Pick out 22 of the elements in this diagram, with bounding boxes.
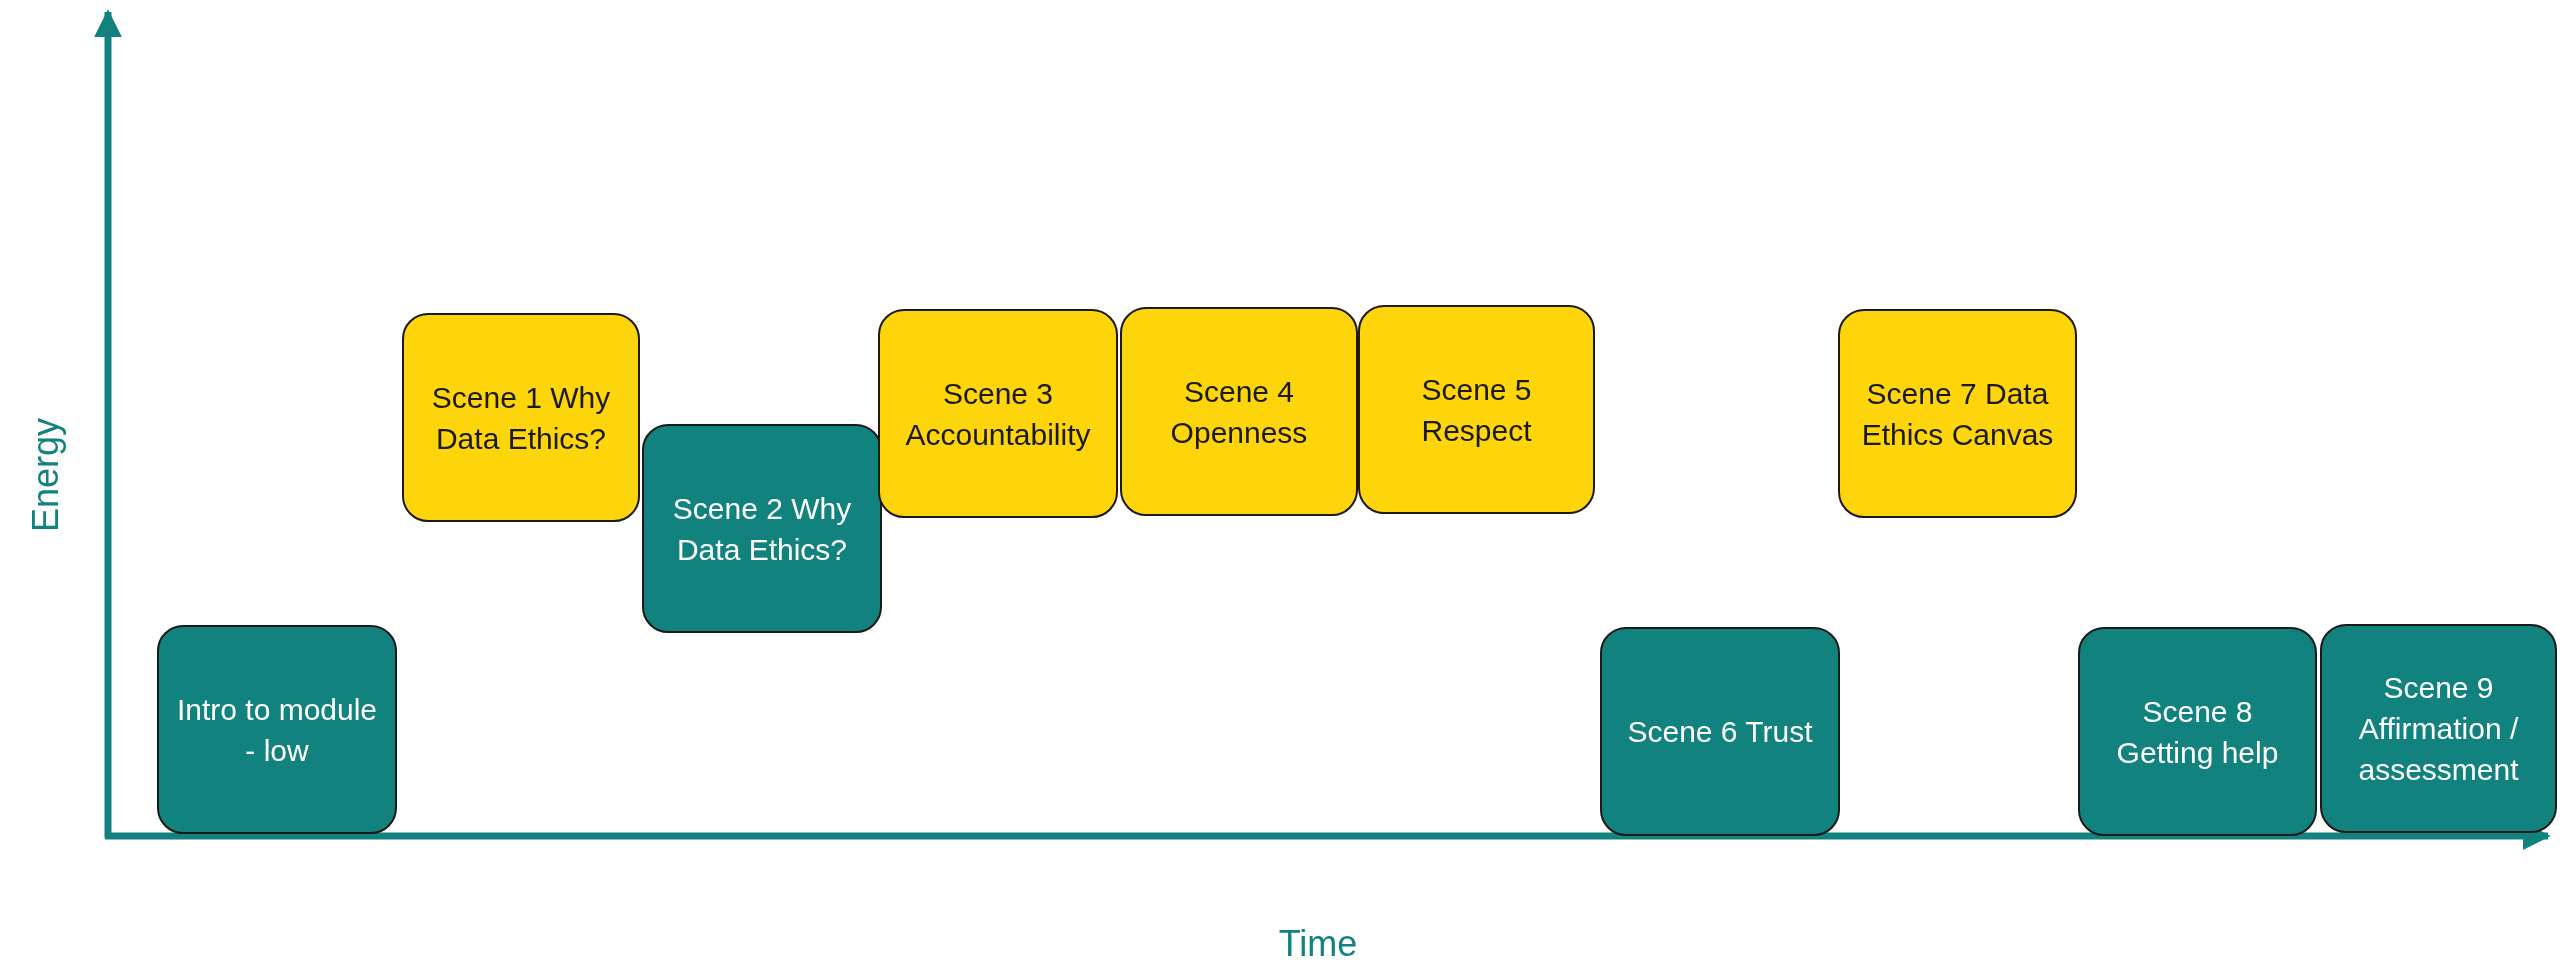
low-energy-box [1600, 627, 1840, 836]
high-energy-box [1358, 305, 1595, 514]
low-energy-box [2320, 624, 2557, 833]
scene-label: Scene 5 Respect [1420, 371, 1533, 449]
high-energy-box [402, 313, 640, 522]
scene-label: Scene 6 Trust [1627, 714, 1813, 750]
x-axis-label: Time [1278, 923, 1358, 965]
scene-label: Scene 7 Data Ethics Canvas [1860, 375, 2055, 453]
high-energy-box [878, 309, 1118, 518]
scene-label: Scene 1 Why Data Ethics? [430, 379, 612, 457]
low-energy-box [2078, 627, 2317, 836]
low-energy-box [642, 424, 882, 633]
high-energy-box [1120, 307, 1358, 516]
scene-label: Scene 9 Affirmation / assessment [2357, 670, 2520, 788]
scene-label: Scene 2 Why Data Ethics? [671, 490, 853, 568]
scene-label: Intro to module - low [175, 691, 379, 769]
scene-label: Scene 8 Getting help [2115, 693, 2280, 771]
low-energy-box [157, 625, 397, 834]
y-axis-label: Energy [25, 417, 67, 533]
high-energy-box [1838, 309, 2077, 518]
scene-label: Scene 4 Openness [1169, 373, 1309, 451]
scene-label: Scene 3 Accountability [904, 375, 1092, 453]
